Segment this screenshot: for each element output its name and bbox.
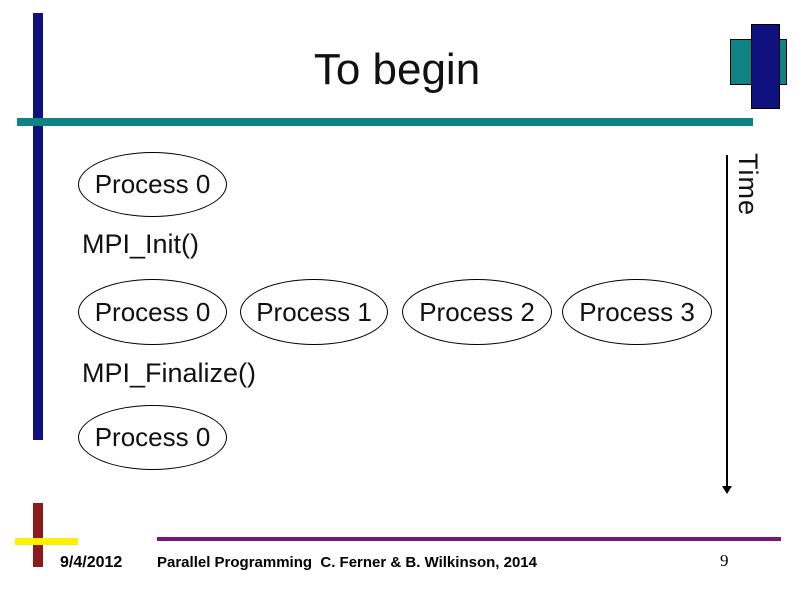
footer-yellow-accent-bar: [15, 538, 78, 545]
footer-date: 9/4/2012: [60, 554, 123, 571]
footer-credit: Parallel Programming C. Ferner & B. Wilk…: [157, 554, 537, 571]
process-label: Process 1: [256, 296, 372, 327]
time-axis-label: Time: [733, 153, 763, 216]
process-ellipse-start: Process 0: [78, 152, 227, 217]
title-underline-rule: [17, 118, 753, 126]
footer-purple-rule: [157, 537, 781, 541]
process-label: Process 0: [94, 169, 211, 199]
process-ellipse-2: Process 2: [402, 279, 552, 345]
time-axis-arrowhead-icon: [722, 486, 732, 494]
process-label: Process 0: [94, 296, 211, 327]
process-ellipse-0: Process 0: [78, 279, 227, 345]
process-ellipse-end: Process 0: [78, 405, 227, 470]
process-label: Process 2: [419, 296, 535, 327]
process-label: Process 0: [94, 422, 211, 452]
process-ellipse-3: Process 3: [562, 279, 712, 345]
corner-navy-rect: [751, 24, 780, 109]
slide-number: 9: [720, 551, 729, 570]
time-axis-line: [726, 155, 728, 488]
mpi-init-call: MPI_Init(): [82, 229, 200, 259]
process-ellipse-1: Process 1: [240, 279, 388, 345]
process-label: Process 3: [579, 296, 695, 327]
left-accent-bar: [33, 13, 43, 440]
slide-title: To begin: [313, 45, 481, 94]
footer-maroon-accent-bar: [33, 503, 43, 567]
mpi-finalize-call: MPI_Finalize(): [82, 358, 257, 388]
